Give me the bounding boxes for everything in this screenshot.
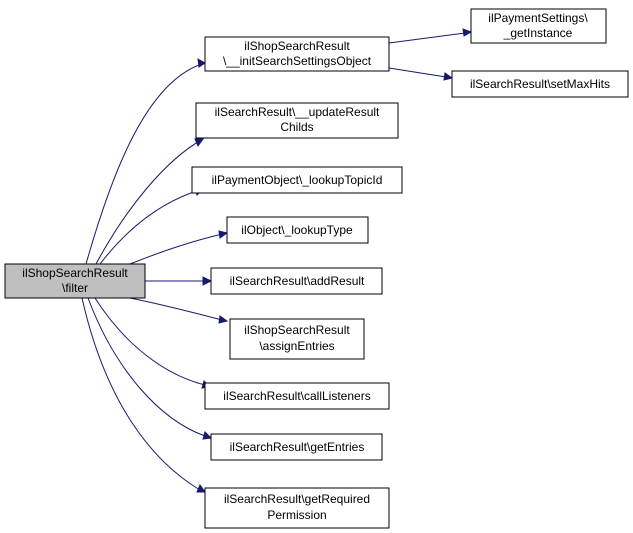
node-initsearchsettingsobject-box [204, 36, 390, 72]
node-calllisteners[interactable]: ilSearchResult\callListeners [204, 382, 390, 410]
node-assignentries-line-1: ilShopSearchResult [244, 323, 350, 337]
node-setmaxhits-box [451, 70, 629, 98]
edges [81, 28, 473, 493]
node-lookuptopicid[interactable]: ilPaymentObject\_lookupTopicId [191, 166, 403, 194]
node-lookuptopicid-box [191, 166, 403, 194]
arrow-filter-to-getrequiredpermission [196, 483, 206, 493]
node-getinstance-line-1: ilPaymentSettings\ [488, 11, 588, 25]
node-lookuptype-line-1: ilObject\_lookupType [241, 223, 353, 237]
node-getrequiredpermission-line-1: ilSearchResult\getRequired [224, 492, 370, 506]
node-initsearchsettingsobject-line-1: ilShopSearchResult [244, 39, 350, 53]
edge-filter-to-lookuptype [129, 232, 228, 265]
node-lookuptype-box [226, 216, 369, 244]
arrow-filter-to-addresult [202, 276, 213, 286]
node-initsearchsettingsobject[interactable]: ilShopSearchResult \__initSearchSettings… [204, 36, 390, 72]
node-assignentries[interactable]: ilShopSearchResult \assignEntries [229, 318, 365, 360]
nodes: ilShopSearchResult \filter ilShopSearchR… [4, 8, 629, 529]
node-filter-box [4, 263, 146, 299]
node-getrequiredpermission-line-2: Permission [267, 508, 326, 522]
node-calllisteners-line-1: ilSearchResult\callListeners [223, 389, 370, 403]
node-addresult[interactable]: ilSearchResult\addResult [210, 267, 383, 295]
node-updateresultchilds-line-1: ilSearchResult\__updateResult [215, 105, 380, 119]
node-setmaxhits-line-1: ilSearchResult\setMaxHits [470, 77, 610, 91]
node-getinstance-line-2: _getInstance [503, 26, 573, 40]
node-assignentries-line-2: \assignEntries [259, 339, 334, 353]
node-getrequiredpermission-box [204, 487, 390, 529]
node-filter-line-1: ilShopSearchResult [22, 266, 128, 280]
arrow-filter-to-initsearchsettingsobject [197, 58, 206, 68]
edge-filter-to-lookuptopicid [99, 188, 204, 265]
arrow-filter-to-assignentries [218, 315, 229, 324]
node-getentries-box [210, 433, 383, 461]
node-updateresultchilds[interactable]: ilSearchResult\__updateResult Childs [195, 102, 399, 139]
edge-filter-to-assignentries [129, 297, 223, 321]
node-getinstance-box [470, 8, 607, 44]
node-getentries[interactable]: ilSearchResult\getEntries [210, 433, 383, 461]
edge-filter-to-getentries [87, 297, 206, 437]
arrow-filter-to-getentries [202, 431, 213, 440]
arrow-initsearchsettingsobject-to-getinstance [462, 28, 473, 37]
node-updateresultchilds-line-2: Childs [280, 120, 313, 134]
node-addresult-box [210, 267, 383, 295]
node-lookuptopicid-line-1: ilPaymentObject\_lookupTopicId [212, 173, 383, 187]
node-setmaxhits[interactable]: ilSearchResult\setMaxHits [451, 70, 629, 98]
edge-filter-to-calllisteners [94, 297, 206, 386]
arrow-initsearchsettingsobject-to-setmaxhits [443, 72, 454, 81]
edge-filter-to-initsearchsettingsobject [85, 62, 206, 265]
node-getinstance[interactable]: ilPaymentSettings\ _getInstance [470, 8, 607, 44]
edge-initsearchsettingsobject-to-setmaxhits [388, 67, 447, 78]
node-lookuptype[interactable]: ilObject\_lookupType [226, 216, 369, 244]
node-addresult-line-1: ilSearchResult\addResult [230, 274, 365, 288]
node-updateresultchilds-box [195, 102, 399, 139]
node-getentries-line-1: ilSearchResult\getEntries [230, 440, 365, 454]
node-assignentries-box [229, 318, 365, 360]
node-getrequiredpermission[interactable]: ilSearchResult\getRequired Permission [204, 487, 390, 529]
node-filter-line-2: \filter [62, 281, 88, 295]
arrow-filter-to-lookuptype [218, 230, 229, 239]
edge-initsearchsettingsobject-to-getinstance [388, 32, 466, 44]
edge-filter-to-updateresultchilds [95, 138, 204, 265]
node-initsearchsettingsobject-line-2: \__initSearchSettingsObject [223, 54, 372, 68]
edge-filter-to-getrequiredpermission [81, 297, 201, 491]
arrow-filter-to-updateresultchilds [194, 138, 204, 148]
node-calllisteners-box [204, 382, 390, 410]
node-filter[interactable]: ilShopSearchResult \filter [4, 263, 146, 299]
